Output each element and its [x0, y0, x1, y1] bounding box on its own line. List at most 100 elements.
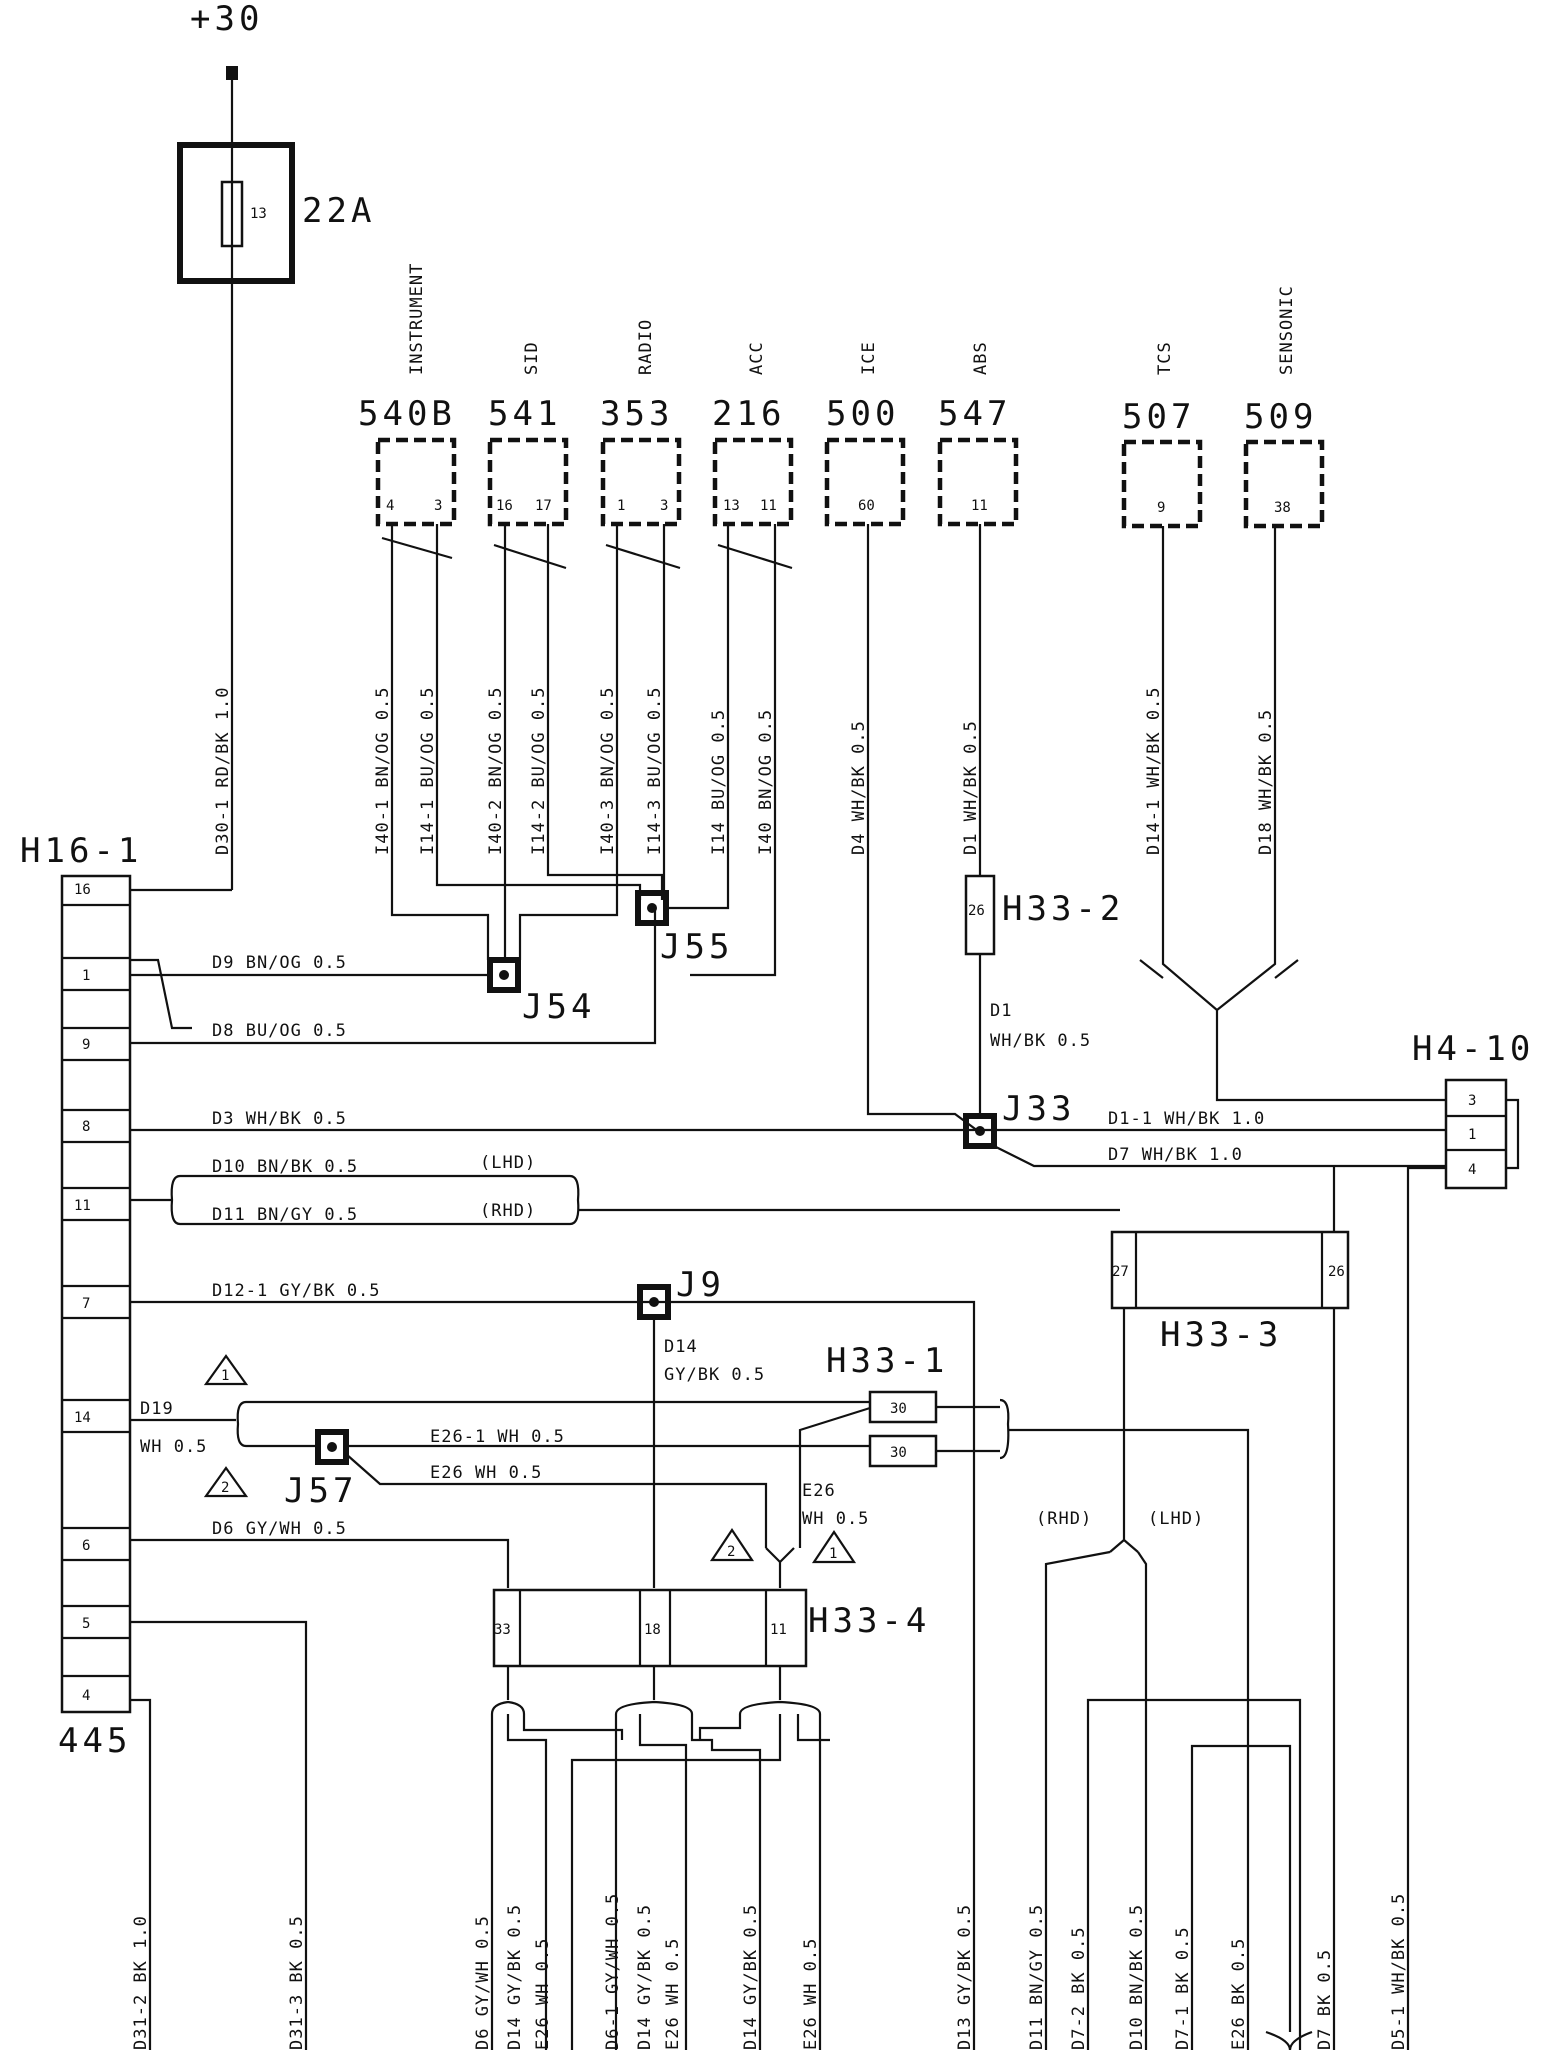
module-code-541: 541 [488, 394, 561, 434]
splice-j54-label: J54 [522, 987, 595, 1027]
label-i14-1: I14-1 BU/OG 0.5 [418, 686, 438, 855]
label-d7: D7 WH/BK 1.0 [1108, 1145, 1243, 1165]
h16-1-pin-7: 7 [82, 1296, 90, 1312]
vertical-wire-labels: D30-1 RD/BK 1.0 I40-1 BN/OG 0.5 I14-1 BU… [213, 686, 1276, 855]
svg-text:2: 2 [727, 1544, 735, 1560]
module-code-547: 547 [938, 394, 1011, 434]
label-d7-2-b: D7-2 BK 0.5 [1069, 1926, 1089, 2050]
connector-h4-10 [1444, 1078, 1508, 1190]
module-code-500: 500 [826, 394, 899, 434]
h16-1-pin-1: 1 [82, 968, 90, 984]
label-d12-1: D12-1 GY/BK 0.5 [212, 1281, 381, 1301]
label-e26-b2: E26 WH 0.5 [663, 1938, 683, 2050]
module-box-547 [937, 437, 1019, 527]
module-name-tcs: TCS [1155, 341, 1175, 375]
connector-h4-10-label: H4-10 [1412, 1029, 1534, 1069]
module-name-sid: SID [522, 341, 542, 375]
h4-10-pin-4: 4 [1468, 1162, 1476, 1178]
label-i14-3: I14-3 BU/OG 0.5 [645, 686, 665, 855]
label-d1-spec: WH/BK 0.5 [990, 1031, 1091, 1051]
label-i40-2: I40-2 BN/OG 0.5 [486, 686, 506, 855]
module-code-509: 509 [1244, 397, 1317, 437]
connector-h33-2-label: H33-2 [1002, 889, 1124, 929]
label-d4: D4 WH/BK 0.5 [849, 720, 869, 855]
splice-j57-label: J57 [284, 1471, 357, 1511]
label-d6-b: D6 GY/WH 0.5 [473, 1915, 493, 2050]
splice-j33-label: J33 [1002, 1089, 1075, 1129]
label-lhd-2: (LHD) [1148, 1509, 1204, 1529]
h16-1-pin-11: 11 [74, 1198, 91, 1214]
ground-label: 445 [58, 1721, 131, 1761]
label-e26-b3: E26 WH 0.5 [801, 1938, 821, 2050]
pin-540b-a: 4 [386, 498, 394, 514]
label-d11-b: D11 BN/GY 0.5 [1027, 1904, 1047, 2050]
module-name-instrument: INSTRUMENT [407, 263, 427, 375]
h16-1-pin-14: 14 [74, 1410, 91, 1426]
label-rhd: (RHD) [480, 1201, 536, 1221]
h33-4-pin-11: 11 [770, 1622, 787, 1638]
connector-h33-4 [492, 1588, 808, 1668]
pin-353-b: 3 [660, 498, 668, 514]
splice-j55 [635, 890, 669, 926]
label-d11: D11 BN/GY 0.5 [212, 1205, 358, 1225]
label-e26-bk: E26 BK 0.5 [1229, 1938, 1249, 2050]
label-d31-3: D31-3 BK 0.5 [287, 1915, 307, 2050]
module-code-507: 507 [1122, 397, 1195, 437]
supply-label: +30 [190, 0, 263, 39]
connector-h33-2 [964, 874, 996, 956]
pin-541-b: 17 [535, 498, 552, 514]
pin-509: 38 [1274, 500, 1291, 516]
label-d7-1-b: D7-1 BK 0.5 [1173, 1926, 1193, 2050]
connector-h16-1-label: H16-1 [20, 831, 142, 871]
pin-547: 11 [971, 498, 988, 514]
label-d10-b: D10 BN/BK 0.5 [1127, 1904, 1147, 2050]
h4-10-pin-1: 1 [1468, 1127, 1476, 1143]
label-d30-1: D30-1 RD/BK 1.0 [213, 686, 233, 855]
h33-3-pin-26: 26 [1328, 1264, 1345, 1280]
module-code-540b: 540B [358, 394, 456, 434]
connector-h16-1 [60, 874, 132, 1714]
splice-j54 [487, 957, 521, 993]
label-i40-1: I40-1 BN/OG 0.5 [373, 686, 393, 855]
pin-216-b: 11 [760, 498, 777, 514]
label-d14-b2: D14 GY/BK 0.5 [635, 1904, 655, 2050]
pin-353-a: 1 [617, 498, 625, 514]
module-box-353 [600, 437, 682, 527]
module-box-500 [824, 437, 906, 527]
h33-4-pin-18: 18 [644, 1622, 661, 1638]
supply-terminal [226, 66, 238, 80]
pin-541-a: 16 [496, 498, 513, 514]
connector-h33-1-a [868, 1390, 938, 1424]
label-e26: E26 WH 0.5 [430, 1463, 542, 1483]
label-e26-1: E26-1 WH 0.5 [430, 1427, 565, 1447]
module-box-541 [487, 437, 569, 527]
label-i40-3: I40-3 BN/OG 0.5 [598, 686, 618, 855]
note-triangle-2a: 2 [203, 1466, 249, 1498]
label-d13-b: D13 GY/BK 0.5 [955, 1904, 975, 2050]
h33-1-pin-a: 30 [890, 1401, 907, 1417]
label-e26-v-spec: WH 0.5 [802, 1509, 869, 1529]
label-d19: D19 [140, 1399, 174, 1419]
label-d3: D3 WH/BK 0.5 [212, 1109, 347, 1129]
module-names: INSTRUMENT SID RADIO ACC ICE ABS TCS SEN… [407, 263, 1297, 375]
h16-1-pin-8: 8 [82, 1119, 90, 1135]
label-d14-1: D14-1 WH/BK 0.5 [1144, 686, 1164, 855]
h33-1-pin-b: 30 [890, 1445, 907, 1461]
label-d14-b3: D14 GY/BK 0.5 [741, 1904, 761, 2050]
label-d14: D14 [664, 1337, 698, 1357]
svg-text:1: 1 [829, 1546, 837, 1562]
label-e26-v: E26 [802, 1481, 836, 1501]
svg-text:2: 2 [221, 1480, 229, 1496]
label-d10: D10 BN/BK 0.5 [212, 1157, 358, 1177]
h33-4-pin-33: 33 [494, 1622, 511, 1638]
connector-h33-3-label: H33-3 [1160, 1315, 1282, 1355]
fuse-rating: 22A [302, 191, 375, 231]
label-d9: D9 BN/OG 0.5 [212, 953, 347, 973]
label-d7-bk: D7 BK 0.5 [1315, 1949, 1335, 2050]
pin-216-a: 13 [723, 498, 740, 514]
label-d1-short: D1 [990, 1001, 1012, 1021]
module-pins: 4 3 16 17 1 3 13 11 60 11 9 38 [386, 498, 1291, 516]
label-d1-1: D1-1 WH/BK 1.0 [1108, 1109, 1265, 1129]
splice-j55-label: J55 [660, 927, 733, 967]
